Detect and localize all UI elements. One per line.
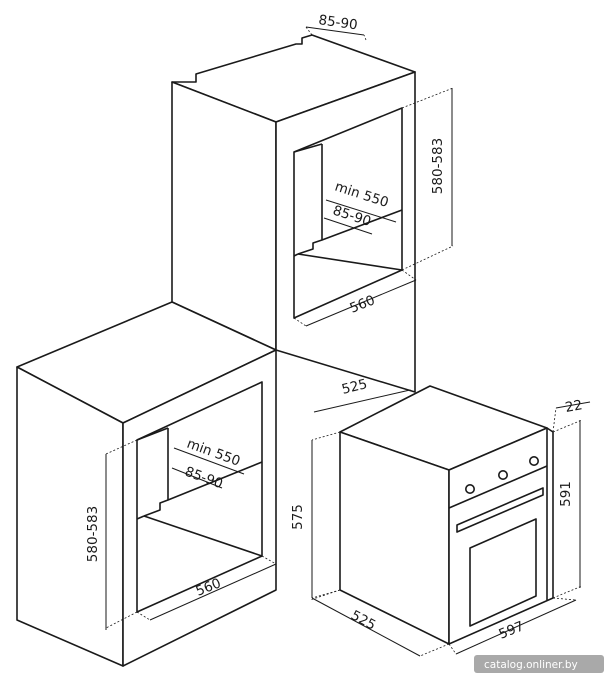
base-cabinet <box>16 301 277 667</box>
dim-oven-height-front: 591 <box>558 481 574 507</box>
dim-oven-width: 597 <box>497 618 527 642</box>
dim-oven-front-depth: 22 <box>564 397 584 416</box>
dim-tall-height: 580-583 <box>430 138 446 194</box>
dim-tall-top-depth: 85-90 <box>317 12 358 33</box>
oven <box>339 385 554 645</box>
dim-base-depth: 525 <box>340 376 369 398</box>
knob-right-icon <box>528 455 539 466</box>
oven-control-panel <box>448 465 548 509</box>
oven-front <box>448 427 554 645</box>
watermark-text: catalog.onliner.by <box>484 659 578 671</box>
oven-window <box>469 518 537 627</box>
dim-oven-depth: 525 <box>348 607 378 633</box>
dimension-lines <box>105 26 591 657</box>
knob-middle-icon <box>497 469 508 480</box>
knob-left-icon <box>464 483 475 494</box>
oven-handle <box>456 487 544 533</box>
dimension-labels: 85-90 580-583 min 550 85-90 560 525 580-… <box>85 12 584 643</box>
watermark: catalog.onliner.by <box>474 655 604 673</box>
dim-base-height: 580-583 <box>85 506 101 562</box>
dim-oven-height-side: 575 <box>290 504 306 530</box>
tall-cabinet <box>171 34 416 393</box>
